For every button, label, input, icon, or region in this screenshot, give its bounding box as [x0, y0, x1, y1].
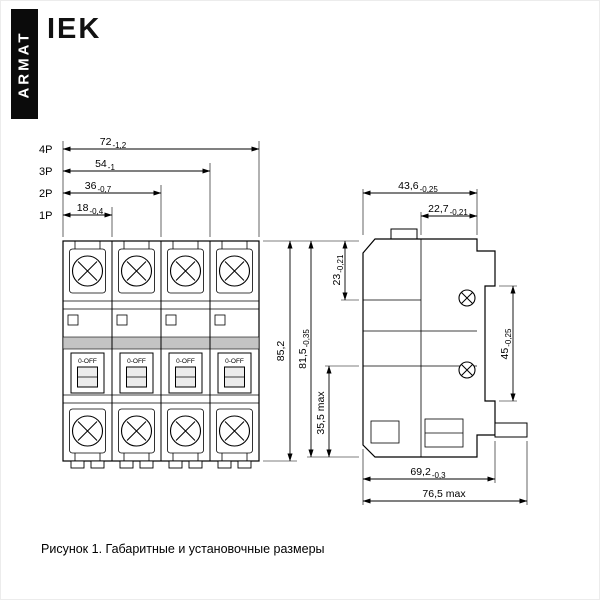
front-view-dimensions: 4P 3P 2P 1P 72-1,2 54-1 36-0,7 18-0,4 85…: [39, 136, 297, 462]
pole-label-3p: 3P: [39, 166, 52, 178]
dim-width-2p: 36-0,7: [85, 180, 112, 194]
din-clip-tab: [494, 422, 528, 438]
breaker-module: [67, 240, 107, 469]
dim-depth-bottom: 69,2-0,3: [410, 466, 446, 480]
module-divider-lines: [111, 241, 211, 461]
dim-height-23: 23-0,21: [331, 254, 345, 285]
breaker-module: [214, 240, 254, 469]
iek-logo: IEK: [47, 13, 102, 45]
front-view-drawing: [62, 240, 260, 469]
dim-width-3p: 54-1: [95, 158, 115, 172]
side-view-dimensions: 43,6-0,25 22,7-0,21 23-0,21 81,5-0,35 35…: [263, 180, 528, 505]
dim-width-1p: 18-0,4: [77, 202, 104, 216]
extension-lines: [62, 141, 297, 462]
breaker-side-outline: [362, 238, 496, 458]
dim-height-852: 85,2: [275, 341, 287, 362]
breaker-module: [165, 240, 205, 469]
dim-depth-top: 43,6-0,25: [398, 180, 438, 194]
dim-depth-front: 22,7-0,21: [428, 203, 468, 217]
pole-label-4p: 4P: [39, 144, 52, 156]
figure-caption: Рисунок 1. Габаритные и установочные раз…: [41, 542, 325, 556]
pole-label-2p: 2P: [39, 188, 52, 200]
brand-sidebar: ARMAT: [11, 9, 38, 119]
side-internal-lines: [363, 239, 477, 457]
breaker-module: [116, 240, 156, 469]
dim-depth-max: 76,5 max: [422, 488, 466, 500]
rivet-cross: [461, 364, 473, 376]
dim-width-4p: 72-1,2: [100, 136, 127, 150]
clip-mechanism-detail: [370, 420, 400, 444]
rivet-cross: [461, 292, 473, 304]
pole-label-1p: 1P: [39, 210, 52, 222]
dim-height-815: 81,5-0,35: [297, 329, 311, 369]
dim-height-355: 35,5 max: [315, 391, 327, 435]
dim-height-45: 45-0,25: [499, 328, 513, 359]
toggle-lever-tip: [390, 228, 418, 240]
side-view-drawing: [362, 228, 528, 458]
